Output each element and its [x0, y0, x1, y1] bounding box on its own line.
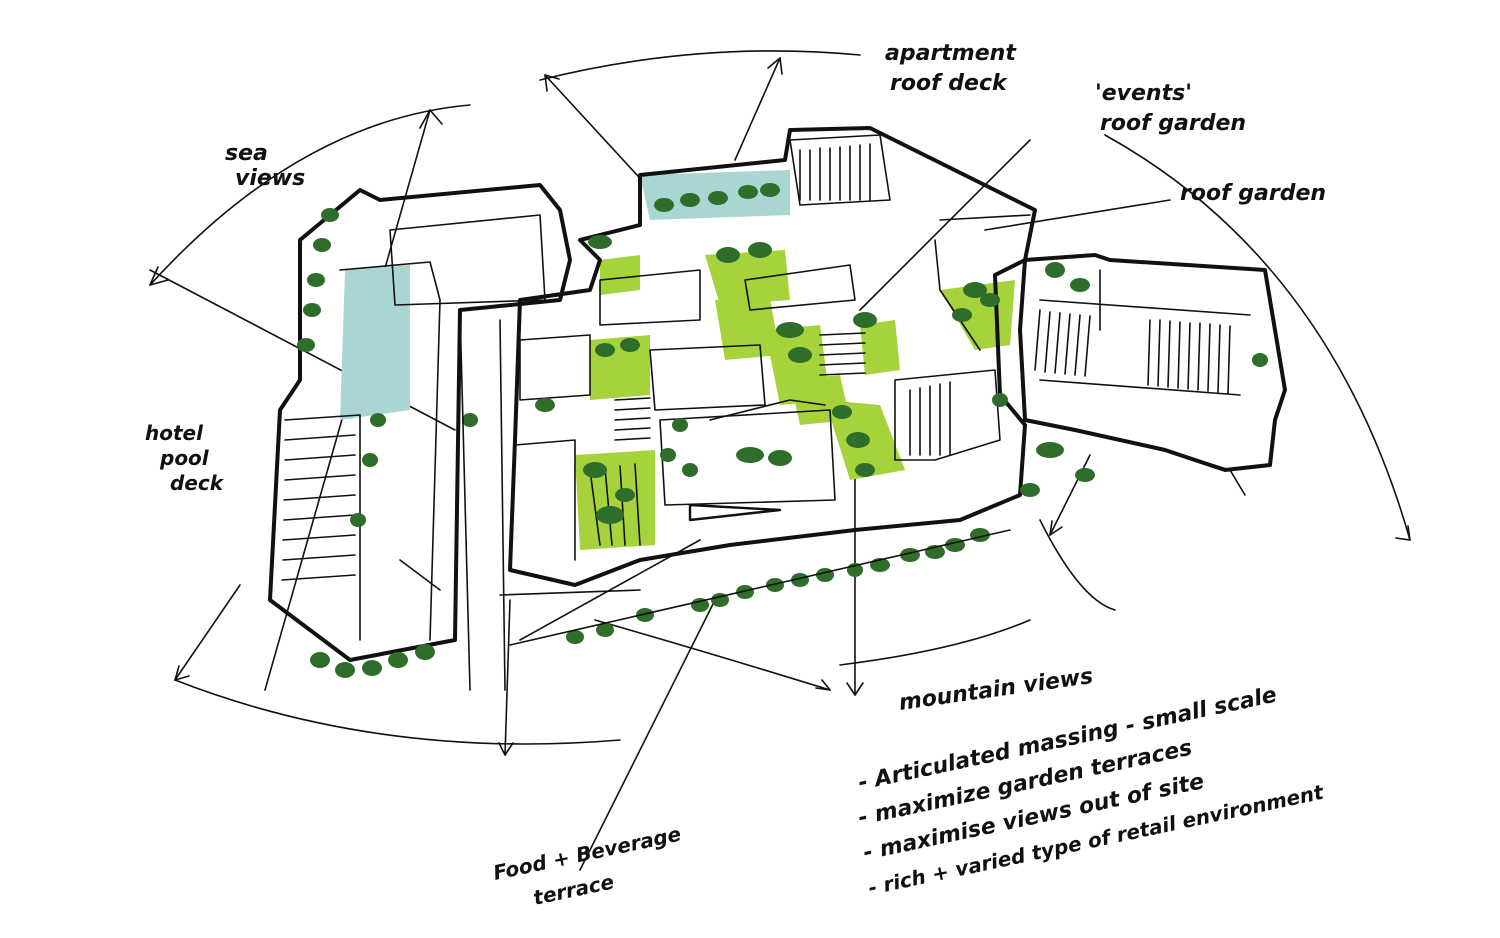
design-notes: - Articulated massing - small scale - ma…	[856, 683, 1327, 900]
label-hotel: hotel	[145, 421, 204, 445]
label-sea-views-2: views	[235, 166, 305, 191]
east-block	[1018, 253, 1287, 472]
label-pool: pool	[159, 446, 210, 470]
label-roof-garden: roof garden	[1180, 181, 1326, 206]
label-apartment-roof-deck: apartment	[885, 41, 1017, 66]
label-mountain-views: mountain views	[897, 664, 1094, 716]
label-sea-views: sea	[225, 141, 268, 166]
ground-lines	[459, 309, 1246, 691]
label-events: 'events'	[1095, 81, 1192, 106]
hotel-tower	[268, 183, 572, 662]
label-terrace: terrace	[531, 869, 616, 909]
trees	[297, 183, 1268, 678]
label-deck: deck	[170, 471, 225, 495]
label-apartment-roof-deck-2: roof deck	[890, 71, 1008, 96]
label-events-2: roof garden	[1100, 111, 1246, 136]
